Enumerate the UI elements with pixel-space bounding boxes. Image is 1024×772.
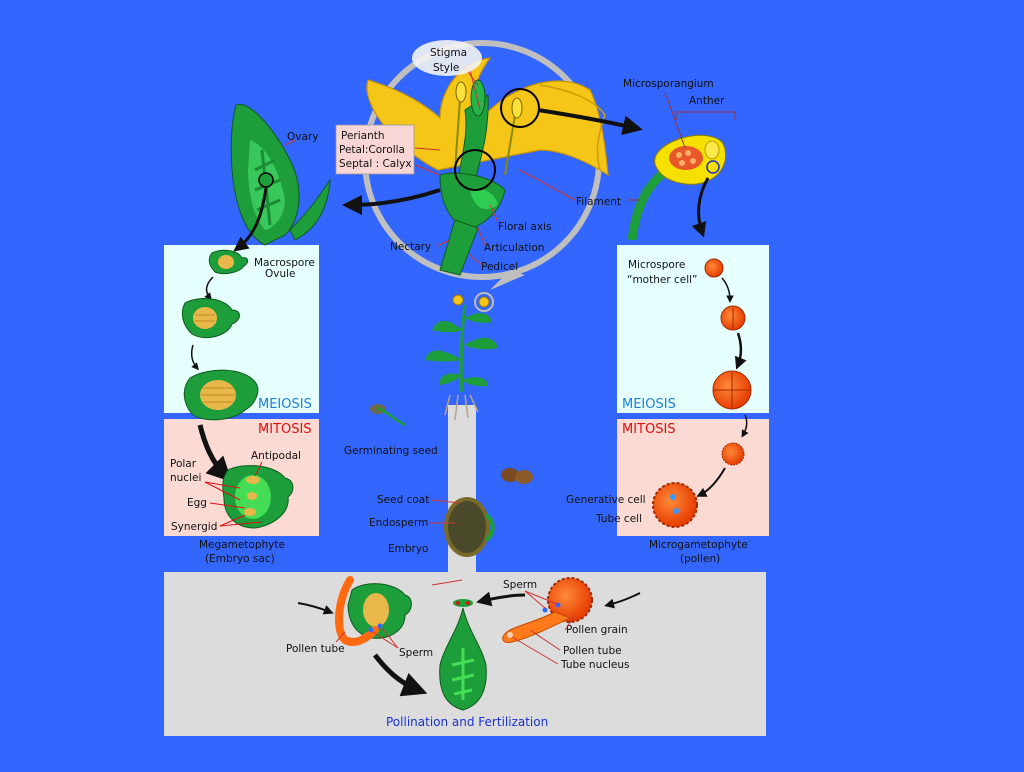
arrow-m1 bbox=[721, 277, 734, 303]
label-perianth: Perianth bbox=[341, 130, 385, 142]
label-pollen-tube-right: Pollen tube bbox=[563, 645, 622, 657]
arrow-f3 bbox=[197, 424, 233, 483]
label-nectary: Nectary bbox=[390, 241, 431, 253]
microspore-cell bbox=[721, 442, 745, 466]
arrow-f1 bbox=[204, 276, 214, 301]
arrow-bottom-left bbox=[297, 602, 334, 615]
label-pollination-fertilization: Pollination and Fertilization bbox=[386, 715, 548, 729]
label-stigma: Stigma bbox=[430, 47, 467, 59]
pistil-fertilized bbox=[439, 599, 487, 711]
label-pollen: (pollen) bbox=[680, 553, 720, 565]
label-female-meiosis: MEIOSIS bbox=[258, 397, 312, 412]
arrow-to-pistil bbox=[373, 653, 428, 697]
label-endosperm: Endosperm bbox=[369, 517, 428, 529]
young-plant bbox=[425, 292, 498, 421]
label-microgametophyte: Microgametophyte bbox=[649, 539, 748, 551]
label-pedicel: Pedicel bbox=[481, 261, 518, 273]
dyad-cell bbox=[720, 305, 746, 331]
label-seed-coat: Seed coat bbox=[377, 494, 429, 506]
arrow-m2 bbox=[734, 332, 747, 370]
label-pollen-grain: Pollen grain bbox=[566, 624, 628, 636]
ovule-stage-2 bbox=[181, 298, 240, 339]
label-sperm-right: Sperm bbox=[503, 579, 537, 591]
tetrad-cell bbox=[712, 370, 752, 410]
microspore-mother-cell bbox=[704, 258, 724, 278]
ovary-illustration bbox=[230, 104, 331, 246]
label-embryo-sac: (Embryo sac) bbox=[205, 553, 275, 565]
arrow-to-ovary bbox=[342, 188, 441, 215]
germinating-seed bbox=[370, 404, 406, 427]
label-megametophyte: Megametophyte bbox=[199, 539, 285, 551]
arrow-anther-to-microspore bbox=[691, 177, 710, 238]
label-female-mitosis: MITOSIS bbox=[258, 422, 312, 437]
label-male-meiosis: MEIOSIS bbox=[622, 397, 676, 412]
label-antipodal: Antipodal bbox=[251, 450, 301, 462]
arrow-pollen-to-pistil bbox=[476, 591, 526, 607]
arrow-bottom-right bbox=[604, 592, 641, 609]
label-pollen-tube-left: Pollen tube bbox=[286, 643, 345, 655]
label-style: Style bbox=[433, 62, 459, 74]
seed-section bbox=[444, 497, 495, 557]
stigma-highlight bbox=[412, 40, 482, 76]
label-nuclei: nuclei bbox=[170, 472, 201, 484]
flower-cross-section bbox=[362, 40, 609, 290]
label-petal: Petal:Corolla bbox=[339, 144, 405, 156]
label-generative-cell: Generative cell bbox=[566, 494, 646, 506]
label-articulation: Articulation bbox=[484, 242, 544, 254]
ovule-stage-3 bbox=[183, 369, 259, 421]
label-sperm-left: Sperm bbox=[399, 647, 433, 659]
label-floral-axis: Floral axis bbox=[498, 221, 551, 233]
label-microsporangium: Microsporangium bbox=[623, 78, 714, 90]
arrow-to-anther bbox=[537, 108, 643, 136]
seeds-pair bbox=[501, 468, 533, 484]
label-ovule: Ovule bbox=[265, 268, 296, 280]
label-tube-cell: Tube cell bbox=[595, 513, 642, 525]
fertilizing-ovule bbox=[335, 576, 412, 646]
arrow-ovary-to-ovule bbox=[233, 187, 268, 252]
label-egg: Egg bbox=[187, 497, 207, 509]
arrow-m4 bbox=[696, 467, 726, 497]
label-microspore: Microspore bbox=[628, 259, 685, 271]
arrow-f2 bbox=[190, 344, 199, 371]
label-polar: Polar bbox=[170, 458, 197, 470]
label-germinating-seed: Germinating seed bbox=[344, 445, 438, 457]
label-macrospore: Macrospore bbox=[254, 257, 315, 269]
perianth-box bbox=[335, 124, 415, 175]
label-synergid: Synergid bbox=[171, 521, 217, 533]
label-tube-nucleus: Tube nucleus bbox=[560, 659, 630, 671]
label-filament: Filament bbox=[576, 196, 621, 208]
arrow-m3 bbox=[741, 414, 749, 438]
germinating-pollen bbox=[502, 577, 593, 644]
label-mother-cell: “mother cell” bbox=[627, 274, 698, 286]
anther-illustration bbox=[627, 134, 727, 241]
label-ovary: Ovary bbox=[287, 131, 318, 143]
label-sepal: Septal : Calyx bbox=[339, 158, 412, 170]
label-anther: Anther bbox=[689, 95, 725, 107]
label-male-mitosis: MITOSIS bbox=[622, 422, 676, 437]
label-embryo: Embryo bbox=[388, 543, 428, 555]
embryo-sac bbox=[222, 465, 294, 529]
pollen-grain-cell bbox=[652, 482, 698, 528]
macrospore-ovule bbox=[208, 249, 249, 275]
